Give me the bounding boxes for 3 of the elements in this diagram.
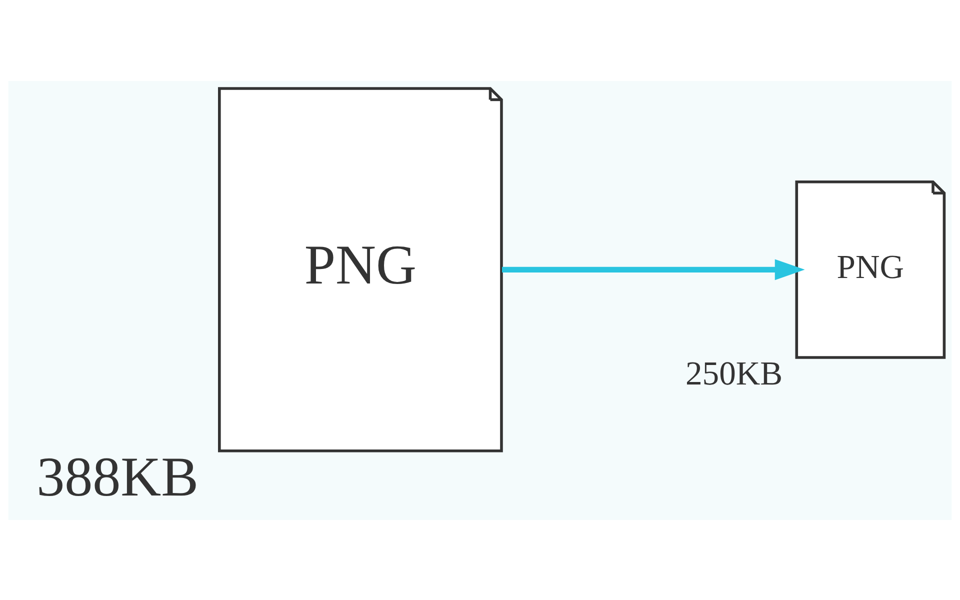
node-label: 250KB <box>686 354 783 392</box>
arrow <box>502 258 805 280</box>
node-label: 388KB <box>36 446 199 508</box>
